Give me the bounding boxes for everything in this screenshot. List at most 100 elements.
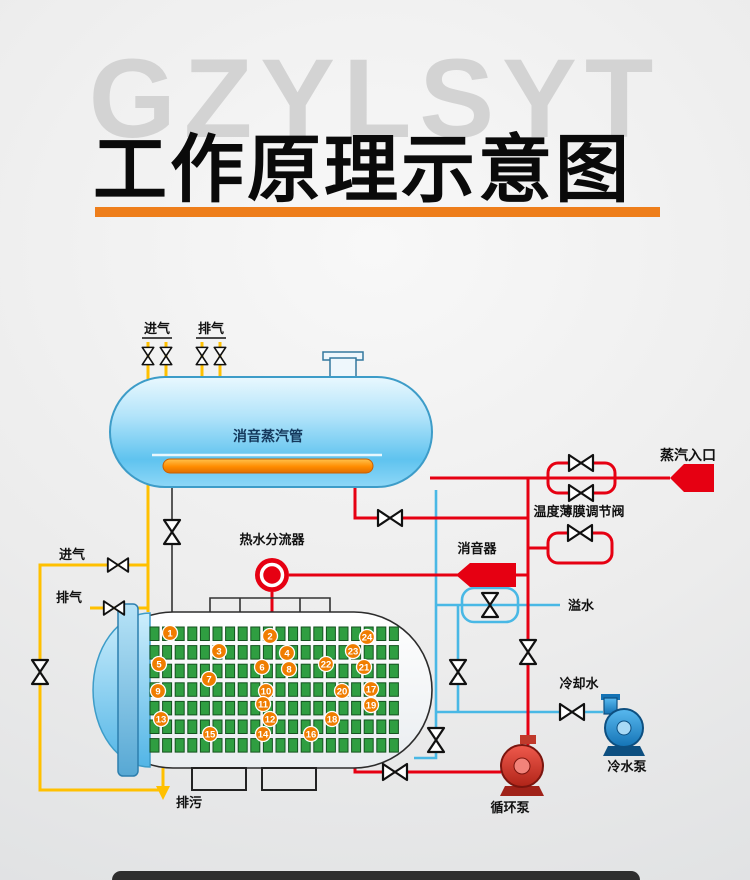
- valve-icon: [567, 453, 595, 473]
- tube-number-3: 3: [210, 642, 228, 660]
- svg-text:21: 21: [359, 662, 370, 673]
- svg-text:1: 1: [167, 628, 173, 639]
- tube-number-5: 5: [150, 655, 168, 673]
- svg-text:6: 6: [259, 662, 264, 673]
- tube-cell: [237, 626, 248, 641]
- tube-cell: [250, 645, 261, 660]
- tube-number-14: 14: [254, 725, 272, 743]
- svg-text:2: 2: [267, 631, 272, 642]
- tube-cell: [199, 645, 210, 660]
- tank-stand: [191, 767, 247, 791]
- svg-text:15: 15: [205, 729, 216, 740]
- tube-cell: [376, 663, 387, 679]
- tube-cell: [351, 719, 362, 734]
- tube-cell: [225, 663, 236, 679]
- manifold: [209, 597, 331, 612]
- valve-icon: [102, 600, 126, 616]
- tube-number-8: 8: [280, 660, 298, 678]
- svg-text:23: 23: [348, 646, 359, 657]
- overflow-loop: [460, 586, 520, 624]
- tube-number-21: 21: [355, 658, 373, 676]
- svg-text:16: 16: [306, 729, 317, 740]
- tube-cell: [338, 738, 349, 753]
- tube-cell: [149, 738, 160, 753]
- tube-cell: [313, 682, 324, 697]
- tube-cell: [187, 700, 198, 716]
- tube-number-20: 20: [333, 682, 351, 700]
- tube-cell: [376, 719, 387, 734]
- tube-cell: [351, 682, 362, 697]
- tube-cell: [225, 738, 236, 753]
- tube-cell: [174, 719, 185, 734]
- svg-text:17: 17: [366, 684, 377, 695]
- tube-cell: [212, 626, 223, 641]
- tube-cell: [388, 719, 399, 734]
- tube-cell: [300, 645, 311, 660]
- tube-cell: [388, 700, 399, 716]
- valve-icon: [566, 523, 594, 543]
- tube-cell: [325, 738, 336, 753]
- tube-number-17: 17: [362, 680, 380, 698]
- steam-inlet-arrow: [670, 464, 714, 492]
- svg-text:3: 3: [216, 646, 221, 657]
- tube-number-24: 24: [358, 628, 376, 646]
- tube-cell: [237, 663, 248, 679]
- label-overflow: 溢水: [568, 598, 595, 613]
- tank-flange: [117, 603, 139, 777]
- pump-hub: [616, 720, 632, 736]
- valve-icon: [30, 658, 50, 686]
- pipe-red-pump-suction: [353, 768, 501, 774]
- valve-icon: [159, 346, 173, 366]
- tube-cell: [388, 738, 399, 753]
- pipe-yellow-drain-loop: [38, 563, 165, 792]
- tube-number-10: 10: [257, 682, 275, 700]
- svg-text:4: 4: [284, 648, 290, 659]
- valve-icon: [518, 638, 538, 666]
- tube-cell: [288, 719, 299, 734]
- labels: 进气 排气 蒸汽入口 温度薄膜调节阀 消音器 热水分流器 溢水 进气 排气 冷却…: [56, 321, 716, 815]
- tube-cell: [187, 626, 198, 641]
- steam-tank-label: 消音蒸汽管: [233, 428, 303, 444]
- label-top-exhaust: 排气: [198, 321, 224, 336]
- tube-number-19: 19: [362, 696, 380, 714]
- pump-hub: [513, 757, 531, 775]
- tube-grid: [149, 626, 399, 753]
- svg-text:11: 11: [258, 699, 269, 710]
- valve-icon: [213, 346, 227, 366]
- bypass-loop: [546, 531, 614, 565]
- tube-cell: [162, 738, 173, 753]
- silencer-steam-pipe: [162, 458, 374, 474]
- tube-cell: [187, 719, 198, 734]
- valve-icon: [426, 726, 446, 754]
- tube-cell: [174, 700, 185, 716]
- tube-cell: [376, 645, 387, 660]
- tube-cell: [376, 738, 387, 753]
- tube-cell: [199, 626, 210, 641]
- pump-base: [603, 746, 645, 756]
- tube-cell: [237, 700, 248, 716]
- tube-cell: [338, 663, 349, 679]
- tube-cell: [313, 626, 324, 641]
- tube-cell: [275, 719, 286, 734]
- tube-cell: [225, 682, 236, 697]
- pump-base: [500, 786, 544, 796]
- tube-number-16: 16: [302, 725, 320, 743]
- tank-cap: [329, 357, 357, 379]
- tube-number-7: 7: [200, 670, 218, 688]
- tube-number-12: 12: [261, 710, 279, 728]
- tube-cell: [212, 682, 223, 697]
- tube-cell: [275, 700, 286, 716]
- tube-cell: [225, 719, 236, 734]
- cold-water-pump: [601, 694, 645, 756]
- tube-cell: [212, 738, 223, 753]
- valve-icon: [195, 346, 209, 366]
- tube-cell: [174, 738, 185, 753]
- tube-cell: [288, 626, 299, 641]
- tube-cell: [199, 700, 210, 716]
- tube-cell: [275, 682, 286, 697]
- title-underline: [95, 207, 660, 217]
- silencer-shape: [456, 563, 516, 587]
- tube-number-2: 2: [261, 627, 279, 645]
- valve-icon: [381, 762, 409, 782]
